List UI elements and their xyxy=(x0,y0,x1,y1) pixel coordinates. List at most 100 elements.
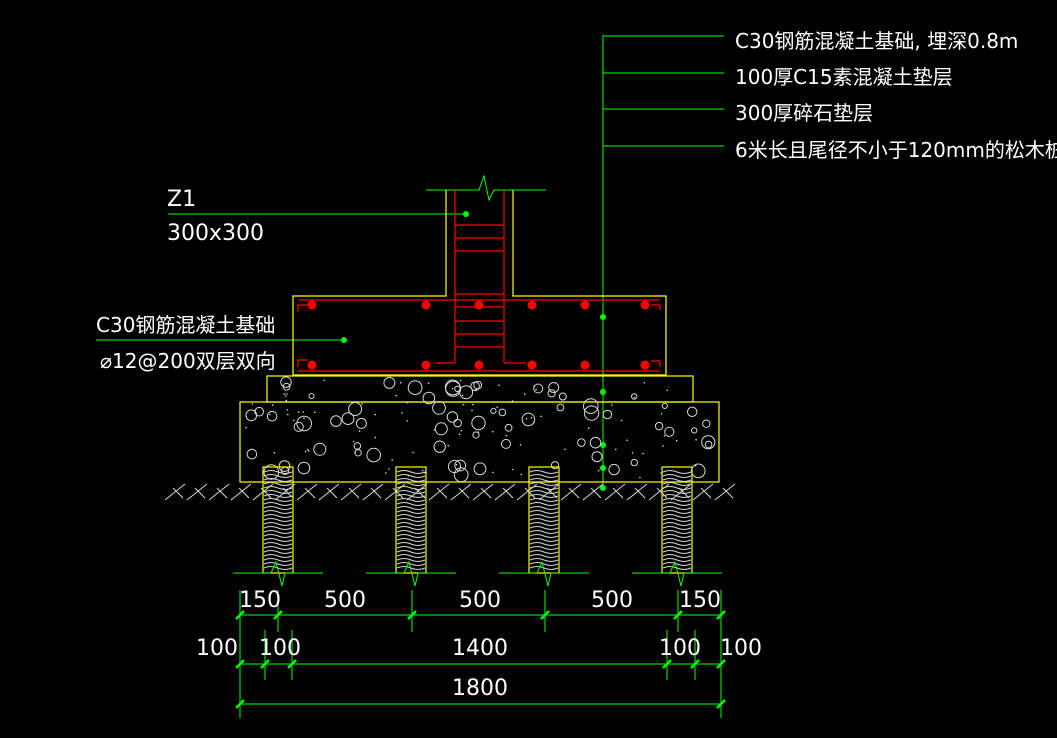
aggregate-dot xyxy=(304,450,307,453)
rebar-cage xyxy=(297,190,661,372)
wood-grain-line xyxy=(396,542,426,546)
wood-grain-line xyxy=(529,542,559,546)
wood-grain-line xyxy=(529,546,559,550)
soil-hatch-line xyxy=(406,483,428,501)
wood-grain-line xyxy=(396,514,426,518)
aggregate-circle xyxy=(280,376,292,388)
aggregate-dot xyxy=(533,385,535,388)
soil-hatch-line xyxy=(700,487,712,499)
rebar-bar-bottom xyxy=(640,360,650,370)
dim-row1-4: 150 xyxy=(679,588,721,613)
wood-grain-line xyxy=(396,530,426,534)
soil-hatch-line xyxy=(502,487,514,499)
wood-grain-line xyxy=(396,486,426,490)
aggregate-circle xyxy=(631,393,638,400)
rebar-bar-bottom xyxy=(580,360,590,370)
wood-grain-line xyxy=(529,538,559,542)
wood-grain-line xyxy=(662,542,692,546)
wood-grain-line xyxy=(529,470,559,474)
aggregate-dot xyxy=(285,399,288,402)
layer-notes-leader xyxy=(600,35,724,491)
wood-grain-line xyxy=(529,502,559,506)
pile-break-line xyxy=(366,560,456,587)
soil-hatch-line xyxy=(450,483,472,501)
aggregate-dot xyxy=(406,401,409,404)
aggregate-dot xyxy=(461,394,464,397)
aggregate-circle xyxy=(630,458,638,467)
soil-hatch-line xyxy=(538,483,560,501)
gravel-cushion-layer xyxy=(239,401,720,483)
soil-hatch-line xyxy=(722,487,734,499)
aggregate-dot xyxy=(535,388,537,391)
aggregate-circle xyxy=(433,440,446,453)
soil-hatch-line xyxy=(186,483,208,501)
wood-grain-line xyxy=(662,538,692,542)
pile-break-line xyxy=(632,560,722,587)
wood-grain-line xyxy=(662,478,692,482)
wood-grain-line xyxy=(662,490,692,494)
wood-grain-line xyxy=(263,470,293,474)
aggregate-dot xyxy=(598,469,600,472)
dim-row1-1: 500 xyxy=(324,588,366,613)
soil-hatch-line xyxy=(194,487,206,499)
wood-grain-line xyxy=(662,510,692,514)
aggregate-circle xyxy=(470,381,480,392)
wood-grain-line xyxy=(396,534,426,538)
aggregate-circle xyxy=(453,467,469,483)
aggregate-circle xyxy=(246,448,258,460)
aggregate-circle xyxy=(366,447,382,463)
soil-hatch-line xyxy=(582,483,604,501)
rebar-bar-top xyxy=(307,300,317,310)
aggregate-dot xyxy=(694,464,697,467)
soil-hatch-line xyxy=(326,487,338,499)
aggregate-circle xyxy=(602,409,613,420)
aggregate-dot xyxy=(361,403,363,405)
aggregate-circle xyxy=(434,422,448,436)
soil-hatch-line xyxy=(392,487,404,499)
aggregate-circle xyxy=(691,463,706,479)
aggregate-dot xyxy=(434,401,437,403)
aggregate-circle xyxy=(490,407,497,414)
dim-row2-4: 100 xyxy=(720,636,762,661)
aggregate-dot xyxy=(643,382,646,384)
aggregate-dot xyxy=(254,409,256,412)
footing-outline xyxy=(292,190,667,376)
aggregate-circle xyxy=(422,391,436,405)
aggregate-dot xyxy=(675,439,678,442)
wood-grain-line xyxy=(396,538,426,542)
leader-dot xyxy=(600,389,606,395)
aggregate-dot xyxy=(285,395,287,397)
aggregate-circle xyxy=(446,411,459,423)
timber-pile xyxy=(661,466,693,574)
aggregate-circle xyxy=(473,380,483,390)
aggregate-dot xyxy=(492,471,494,474)
aggregate-circle xyxy=(589,436,602,449)
soil-hatch-line xyxy=(216,487,228,499)
rebar-bar-top xyxy=(421,300,431,310)
soil-hatch-line xyxy=(472,483,494,501)
aggregate-dot xyxy=(374,436,377,439)
wood-grain-line xyxy=(263,526,293,530)
rebar-bars xyxy=(307,300,650,370)
soil-hatch-line xyxy=(340,483,362,501)
rebar-bar-bottom xyxy=(474,360,484,370)
aggregate-dot xyxy=(477,431,480,434)
rebar-bar-top xyxy=(580,300,590,310)
aggregate-circle xyxy=(547,389,556,398)
aggregate-dot xyxy=(460,429,463,432)
aggregate-circle xyxy=(608,463,620,476)
wood-grain-line xyxy=(396,482,426,486)
aggregate-dot xyxy=(695,438,697,441)
aggregate-dot xyxy=(620,419,623,422)
wood-grain-line xyxy=(396,546,426,550)
aggregate-dot xyxy=(251,403,254,405)
aggregate-dot xyxy=(511,400,514,402)
rebar-bar-bottom xyxy=(307,360,317,370)
wood-grain-line xyxy=(529,554,559,558)
wood-grain-line xyxy=(263,550,293,554)
soil-hatch-line xyxy=(230,483,252,501)
aggregate-circle xyxy=(583,405,600,421)
aggregate-circle xyxy=(704,440,713,449)
aggregate-circle xyxy=(701,435,716,450)
aggregate-circle xyxy=(330,415,342,427)
